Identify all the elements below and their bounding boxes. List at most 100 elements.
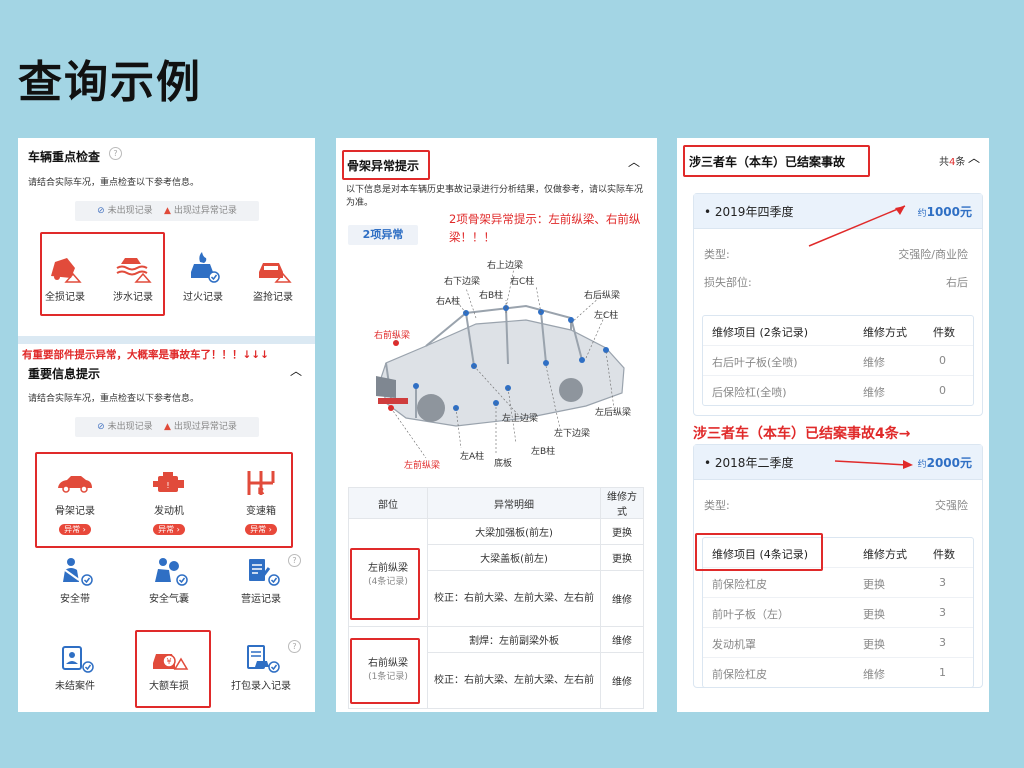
big-loss-label: 大额车损 <box>149 681 189 692</box>
list-item: 前叶子板（左） 更换 3 <box>703 598 973 628</box>
total-loss-record[interactable]: 全损记录 <box>30 250 100 303</box>
type-label: 类型: <box>704 248 730 261</box>
label-right-rear-beam: 右后纵梁 <box>584 291 621 301</box>
repair-method: 更换 <box>863 578 885 591</box>
repair-qty: 0 <box>939 354 946 367</box>
total-count: 共4条 <box>939 153 965 168</box>
gearbox-record[interactable]: R 变速箱 异常 › <box>226 468 296 536</box>
abnormal-tag[interactable]: 异常 › <box>245 524 277 535</box>
method-cell: 维修 <box>600 626 644 653</box>
part-count: (1条记录) <box>368 671 408 682</box>
table-row: 左前纵梁 (4条记录) 大梁加强板(前左) 更换 <box>348 518 644 627</box>
repair-col-method: 维修方式 <box>863 326 907 339</box>
repair-method: 维修 <box>863 356 885 369</box>
help-icon[interactable]: ? <box>288 640 301 653</box>
detail-cell: 校正：右前大梁、左前大梁、左右前 <box>427 652 601 709</box>
section-important-desc: 请结合实际车况，重点检查以下参考信息。 <box>28 394 200 404</box>
accident-card[interactable]: • 2019年四季度 约1000元 类型: 交强险/商业险 损失部位: 右后 维… <box>693 193 983 416</box>
open-case-record[interactable]: 未结案件 <box>40 643 110 692</box>
theft-record[interactable]: 盗抢记录 <box>238 250 308 303</box>
repair-item: 发动机罩 <box>712 638 756 651</box>
chevron-up-icon[interactable]: ︿ <box>628 155 641 169</box>
abnormal-tag[interactable]: 异常 › <box>59 524 91 535</box>
col-detail: 异常明细 <box>427 487 601 519</box>
label-floor: 底板 <box>494 459 513 469</box>
seatbelt-record[interactable]: 安全带 <box>40 556 110 605</box>
highlight-box-title <box>683 145 870 177</box>
legend-warn-label: 出现过异常记录 <box>173 206 237 216</box>
label-right-c-pillar: 右C柱 <box>510 277 535 287</box>
package-entry-record[interactable]: 打包录入记录 <box>226 643 296 692</box>
repair-header-row: 维修项目 (2条记录) 维修方式 件数 <box>703 316 973 346</box>
detail-cell: 校正：右前大梁、左前大梁、左右前 <box>427 570 601 627</box>
method-cell: 维修 <box>600 652 644 709</box>
seatbelt-icon <box>63 558 93 586</box>
frame-record[interactable]: 骨架记录 异常 › <box>40 468 110 536</box>
seatbelt-label: 安全带 <box>60 594 90 605</box>
operation-label: 营运记录 <box>241 594 281 605</box>
card-header: • 2018年二季度 约2000元 <box>694 445 982 480</box>
label-left-lower-beam: 左下边梁 <box>554 429 591 439</box>
warning-icon: ▲ <box>164 206 171 216</box>
repair-method: 维修 <box>863 386 885 399</box>
section-key-check-title: 车辆重点检查 <box>28 150 101 164</box>
label-left-c-pillar: 左C柱 <box>594 311 619 321</box>
label-left-upper-beam: 左上边梁 <box>502 414 539 424</box>
theft-car-icon <box>259 263 292 283</box>
flood-label: 涉水记录 <box>113 292 153 303</box>
repair-header-row: 维修项目 (4条记录) 维修方式 件数 <box>703 538 973 568</box>
table-row: 大梁盖板(前左) 更换 <box>349 544 644 571</box>
chevron-up-icon[interactable]: ︿ <box>968 151 981 165</box>
money-car-icon: ¥ <box>153 654 189 670</box>
detail-cell: 大梁加强板(前左) <box>427 518 601 545</box>
repair-method: 更换 <box>863 608 885 621</box>
airbag-label: 安全气囊 <box>149 594 189 605</box>
type-value: 交强险 <box>935 499 968 512</box>
part-count: (4条记录) <box>368 576 408 587</box>
legend-warn-label: 出现过异常记录 <box>173 422 237 432</box>
highlight-box-total-flood <box>40 232 165 316</box>
amount: 约2000元 <box>918 454 972 471</box>
abnormal-count-badge: 2项异常 <box>348 225 418 245</box>
detail-cell: 割焊：左前副梁外板 <box>427 626 601 653</box>
chevron-up-icon[interactable]: ︿ <box>290 364 303 378</box>
abnormal-tag[interactable]: 异常 › <box>153 524 185 535</box>
help-icon[interactable]: ? <box>109 147 122 160</box>
fire-record[interactable]: 过火记录 <box>168 250 238 303</box>
loss-label: 损失部位: <box>704 276 752 289</box>
highlight-box-big-loss <box>135 630 211 708</box>
accident-card[interactable]: • 2018年二季度 约2000元 类型: 交强险 维修项目 (4条记录) 维修… <box>693 444 983 688</box>
engine-label: 发动机 <box>154 506 184 517</box>
airbag-record[interactable]: 安全气囊 <box>134 556 204 605</box>
frame-panel-desc: 以下信息是对本车辆历史事故记录进行分析结果，仅做参考，请以实际车况为准。 <box>346 185 644 208</box>
document-car-icon <box>247 645 280 673</box>
repair-qty: 0 <box>939 384 946 397</box>
card-header: • 2019年四季度 约1000元 <box>694 194 982 229</box>
label-left-rear-beam: 左后纵梁 <box>595 408 632 418</box>
svg-text:!: ! <box>166 481 169 490</box>
closed-accident-panel: 涉三者车（本车）已结案事故 共4条 ︿ • 2019年四季度 约1000元 类型… <box>677 138 989 712</box>
annotation-frame: 2项骨架异常提示：左前纵梁、右前纵梁！！！ <box>449 212 641 244</box>
repair-col-qty: 件数 <box>933 548 955 561</box>
type-value: 交强险/商业险 <box>898 248 968 261</box>
label-right-a-pillar: 右A柱 <box>436 297 461 307</box>
label-left-b-pillar: 左B柱 <box>531 447 556 457</box>
car-body-shape <box>376 304 625 427</box>
repair-col-method: 维修方式 <box>863 548 907 561</box>
operation-record[interactable]: 营运记录 <box>226 556 296 605</box>
legend-bar-2: ⊘ 未出现记录 ▲ 出现过异常记录 <box>75 417 259 437</box>
flood-record[interactable]: 涉水记录 <box>98 250 168 303</box>
list-item: 右后叶子板(全喷) 维修 0 <box>703 346 973 376</box>
gearbox-label: 变速箱 <box>246 506 276 517</box>
method-cell: 更换 <box>600 544 644 571</box>
label-left-front-beam: 左前纵梁 <box>404 461 441 471</box>
label-right-b-pillar: 右B柱 <box>479 291 504 301</box>
vehicle-check-panel: 车辆重点检查 ? 请结合实际车况，重点检查以下参考信息。 ⊘ 未出现记录 ▲ 出… <box>18 138 315 712</box>
engine-record[interactable]: ! 发动机 异常 › <box>134 468 204 536</box>
repair-qty: 3 <box>939 636 946 649</box>
big-loss-record[interactable]: ¥ 大额车损 <box>134 643 204 692</box>
help-icon[interactable]: ? <box>288 554 301 567</box>
label-right-front-beam: 右前纵梁 <box>374 331 411 341</box>
arrow-icon <box>808 205 906 247</box>
repair-col-item: 维修项目 (4条记录) <box>712 548 809 561</box>
